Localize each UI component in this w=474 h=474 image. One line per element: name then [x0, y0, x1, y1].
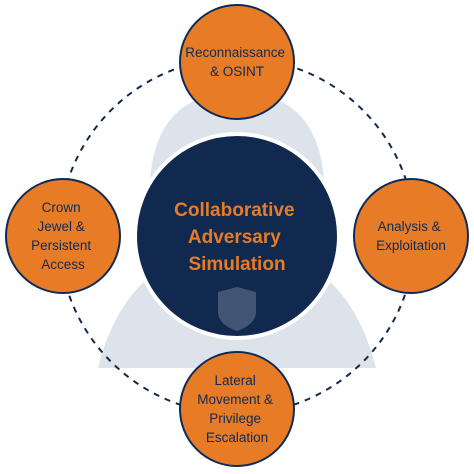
node-label-line: Jewel & — [37, 219, 84, 234]
center-label-line: Simulation — [188, 254, 285, 275]
node-analysis-circle — [353, 178, 469, 294]
node-reconnaissance: Reconnaissance & OSINT — [179, 4, 295, 120]
center-node: Collaborative Adversary Simulation — [133, 132, 341, 340]
center-label-line: Collaborative — [174, 200, 294, 221]
node-reconnaissance-label: Reconnaissance & OSINT — [185, 45, 289, 79]
center-circle — [133, 132, 341, 340]
node-label-line: Crown — [42, 200, 81, 215]
node-label-line: Persistent — [31, 238, 91, 253]
node-analysis-label: Analysis & Exploitation — [376, 219, 446, 253]
node-crown-circle — [5, 178, 121, 294]
node-lateral: Lateral Movement & Privilege Escalation — [179, 351, 295, 467]
node-label-line: Exploitation — [376, 238, 446, 253]
center-label-line: Adversary — [188, 227, 281, 248]
node-label-line: Escalation — [206, 430, 268, 445]
node-label-line: & OSINT — [210, 64, 264, 79]
shield-icon — [218, 287, 256, 331]
node-reconnaissance-circle — [179, 4, 295, 120]
node-label-line: Lateral — [214, 373, 255, 388]
node-lateral-circle — [179, 351, 295, 467]
node-lateral-label: Lateral Movement & Privilege Escalation — [197, 373, 277, 445]
node-crown-label: Crown Jewel & Persistent Access — [31, 200, 95, 272]
node-analysis: Analysis & Exploitation — [353, 178, 469, 294]
node-label-line: Privilege — [209, 411, 261, 426]
center-label: Collaborative Adversary Simulation — [174, 200, 300, 275]
node-label-line: Reconnaissance — [185, 45, 285, 60]
node-label-line: Movement & — [197, 392, 273, 407]
node-crown: Crown Jewel & Persistent Access — [5, 178, 121, 294]
node-label-line: Access — [41, 257, 85, 272]
node-label-line: Analysis & — [378, 219, 441, 234]
